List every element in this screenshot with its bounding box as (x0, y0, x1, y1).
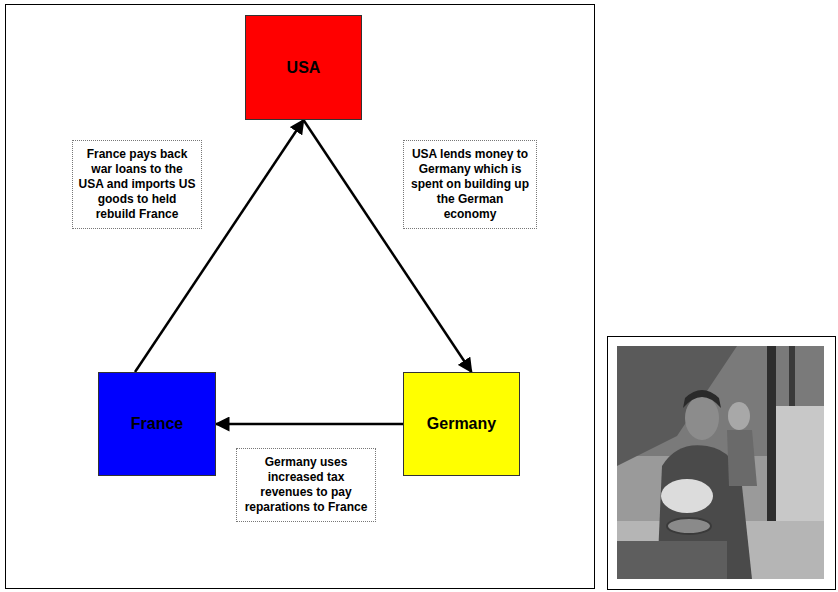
photo-illustration (617, 346, 824, 579)
country-box: Germany (403, 372, 520, 476)
flow-note: Germany uses increased tax revenues to p… (236, 448, 376, 522)
flow-note: USA lends money to Germany which is spen… (403, 140, 537, 229)
country-name: Germany (427, 415, 496, 433)
flow-arrow (216, 423, 403, 426)
flow-note: France pays back war loans to the USA an… (72, 140, 202, 229)
country-name: USA (287, 59, 321, 77)
country-box: France (98, 372, 216, 476)
country-box: USA (245, 15, 362, 120)
country-name: France (131, 415, 183, 433)
